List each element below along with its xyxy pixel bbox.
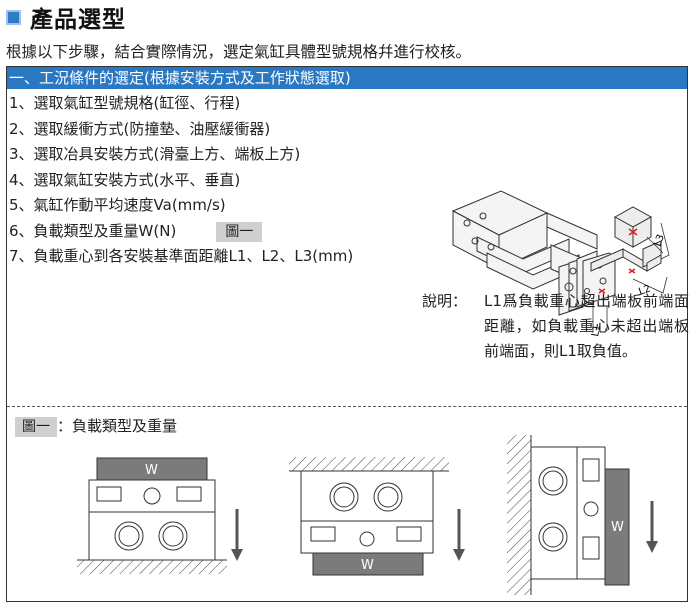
dimension-label-l3: L3 (652, 233, 666, 248)
page-title-text: 產品選型 (30, 7, 126, 33)
figure-tag: 圖一 (15, 417, 57, 437)
explanation-label: 說明： (422, 292, 468, 310)
step-6-text: 6、負載類型及重量W(N) (9, 221, 177, 240)
list-item: 4、選取氣缸安裝方式(水平、垂直) (9, 170, 241, 189)
dimension-label-l2: L2 (637, 283, 652, 297)
figure-caption-text: 負載類型及重量 (72, 417, 178, 435)
page-title: 產品選型 (6, 0, 126, 34)
list-item: 3、選取冶具安裝方式(滑臺上方、端板上方) (9, 145, 301, 163)
section-divider (7, 406, 687, 407)
dimension-label-l1: L1 (590, 324, 603, 338)
figure-caption: 圖一：負載類型及重量 (15, 415, 177, 437)
list-item: 5、氣缸作動平均速度Va(mm/s) (9, 196, 226, 214)
list-item: 6、負載類型及重量W(N) 圖一 (9, 219, 353, 245)
intro-text: 根據以下步驟，結合實際情況，選定氣缸具體型號規格幷進行校核。 (6, 43, 472, 61)
load-figure-horizontal-top: W (77, 457, 245, 574)
weight-label: W (611, 520, 624, 535)
figure-caption-colon: ： (57, 417, 73, 435)
weight-label: W (145, 463, 158, 478)
square-bullet-icon (6, 9, 21, 25)
step-list: 1、選取氣缸型號規格(缸徑、行程) 2、選取緩衝方式(防撞墊、油壓緩衝器) 3、… (9, 91, 353, 270)
load-figure-vertical: W (507, 435, 660, 595)
load-type-figures: W W (77, 435, 660, 595)
selection-panel: 一、工況條件的選定(根據安裝方式及工作狀態選取) 1、選取氣缸型號規格(缸徑、行… (6, 66, 689, 602)
load-figure-horizontal-bottom: W (289, 457, 467, 576)
cylinder-isometric-drawing: L3 L2 L1 (451, 190, 670, 338)
explanation-text: L1爲負載重心超出端板前端面距離，如負載重心未超出端板前端面，則L1取負值。 (484, 292, 689, 360)
weight-label: W (361, 558, 374, 573)
list-item: 1、選取氣缸型號規格(缸徑、行程) (9, 94, 241, 112)
list-item: 7、負載重心到各安裝基準面距離L1、L2、L3(mm) (9, 247, 354, 265)
list-item: 2、選取緩衝方式(防撞墊、油壓緩衝器) (9, 119, 271, 138)
figure-reference-tag: 圖一 (216, 221, 263, 242)
section-heading: 一、工況條件的選定(根據安裝方式及工作狀態選取) (7, 67, 687, 89)
